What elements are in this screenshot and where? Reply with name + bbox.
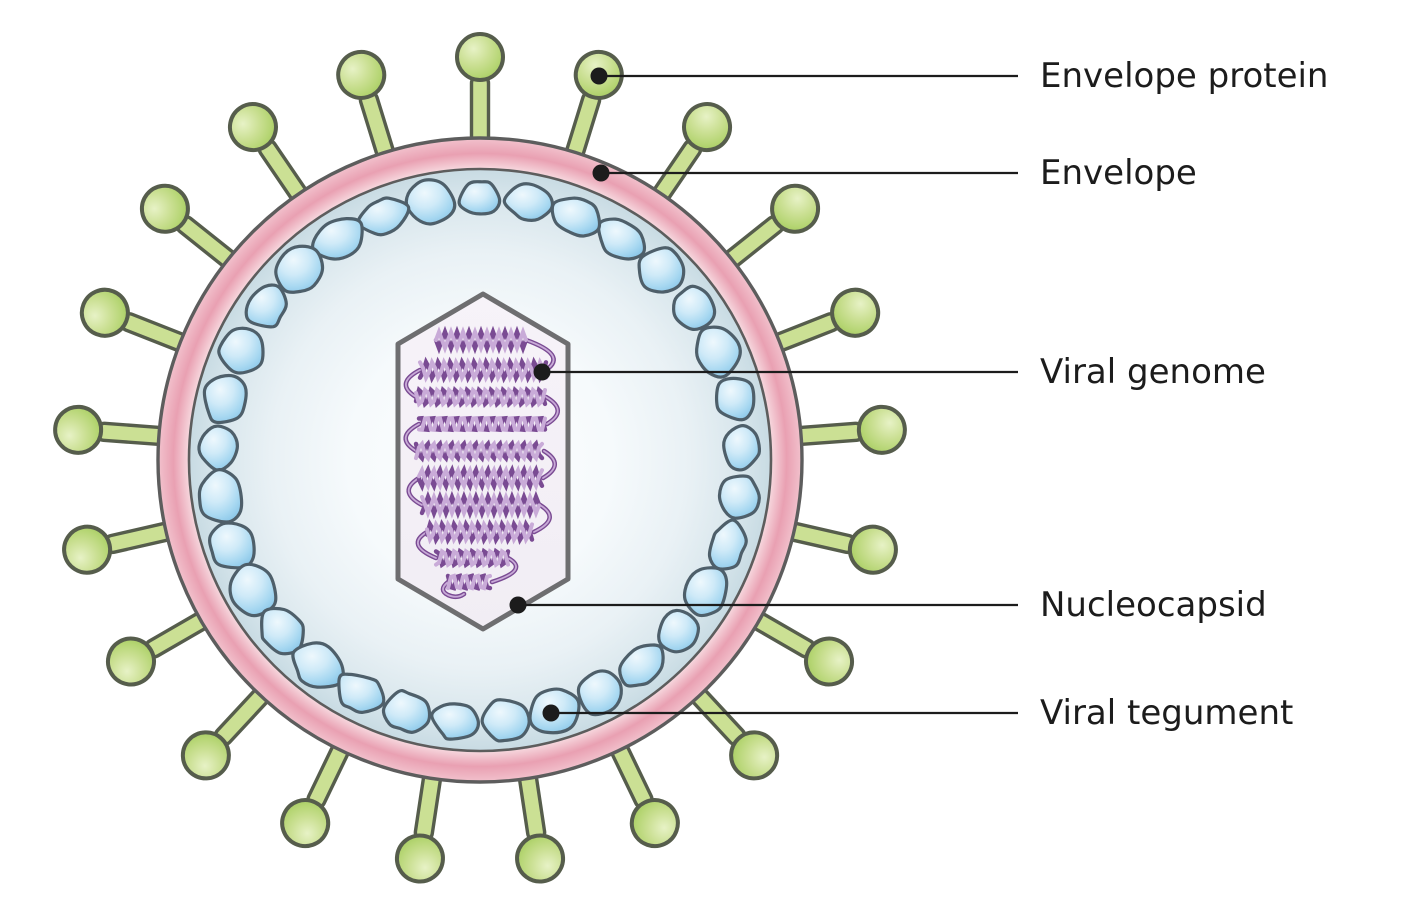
tegument-blob	[657, 608, 701, 654]
envelope-protein-spike	[455, 32, 505, 150]
envelope-protein-spike	[53, 404, 171, 455]
tegument-blob	[682, 566, 729, 618]
viral-genome-squiggle	[403, 325, 561, 600]
envelope-protein-spike	[687, 684, 780, 781]
label-envelope-protein: Envelope protein	[1040, 56, 1329, 96]
viral-tegument-blobs	[197, 178, 762, 743]
envelope-protein-spike	[515, 766, 566, 884]
tegument-blob	[722, 424, 762, 472]
tegument-blob	[217, 326, 265, 375]
envelope-protein-spike	[608, 738, 680, 849]
callout-dot-viral-genome	[533, 363, 551, 381]
tegument-blob	[457, 180, 502, 216]
label-viral-tegument: Viral tegument	[1040, 693, 1293, 733]
tegument-blob	[576, 669, 623, 717]
callout-lines	[509, 67, 1018, 722]
envelope-protein-spike	[789, 404, 907, 455]
tegument-blob	[260, 606, 305, 656]
tegument-blob	[672, 284, 717, 332]
callout-dot-envelope-protein	[590, 67, 608, 85]
label-column: Envelope protein Envelope Viral genome N…	[1040, 56, 1329, 733]
tegument-blob	[291, 641, 345, 689]
tegument-blob	[381, 688, 432, 734]
tegument-blob	[502, 182, 555, 222]
tegument-blob	[480, 698, 531, 743]
envelope-protein-spike	[394, 766, 445, 884]
tegument-blob	[337, 672, 386, 714]
envelope-protein-spike	[746, 609, 855, 687]
label-viral-genome: Viral genome	[1040, 352, 1266, 392]
tegument-blob	[717, 474, 761, 520]
tegument-blob	[274, 244, 325, 294]
tegument-blob	[637, 246, 686, 294]
tegument-blob	[244, 283, 288, 329]
tegument-blob	[597, 217, 647, 261]
tegument-blob	[208, 521, 256, 570]
tegument-blob	[404, 178, 457, 226]
tegument-blob	[356, 196, 411, 237]
envelope-protein-spike	[62, 520, 179, 575]
envelope-protein-spike	[139, 183, 241, 271]
envelope-protein-spike	[280, 738, 352, 849]
virus-art	[53, 32, 907, 884]
tegument-blob	[707, 518, 748, 571]
tegument-blob	[228, 562, 278, 618]
tegument-blob	[430, 702, 480, 741]
tegument-blob	[197, 468, 244, 524]
callout-dot-nucleocapsid	[509, 596, 527, 614]
label-envelope: Envelope	[1040, 153, 1197, 193]
tegument-blob	[197, 424, 240, 472]
envelope-protein-spike	[180, 684, 273, 781]
envelope-protein-spikes	[53, 32, 907, 884]
callout-dot-envelope	[592, 164, 610, 182]
tegument-blob	[694, 325, 742, 379]
callout-dot-viral-tegument	[542, 704, 560, 722]
tegument-blob	[618, 643, 665, 688]
tegument-blob	[550, 196, 602, 238]
envelope-protein-spike	[336, 49, 397, 165]
tegument-blob	[714, 376, 756, 422]
tegument-blob	[310, 216, 364, 261]
label-nucleocapsid: Nucleocapsid	[1040, 585, 1267, 625]
envelope-protein-spike	[719, 183, 821, 271]
tegument-blob	[202, 373, 248, 425]
